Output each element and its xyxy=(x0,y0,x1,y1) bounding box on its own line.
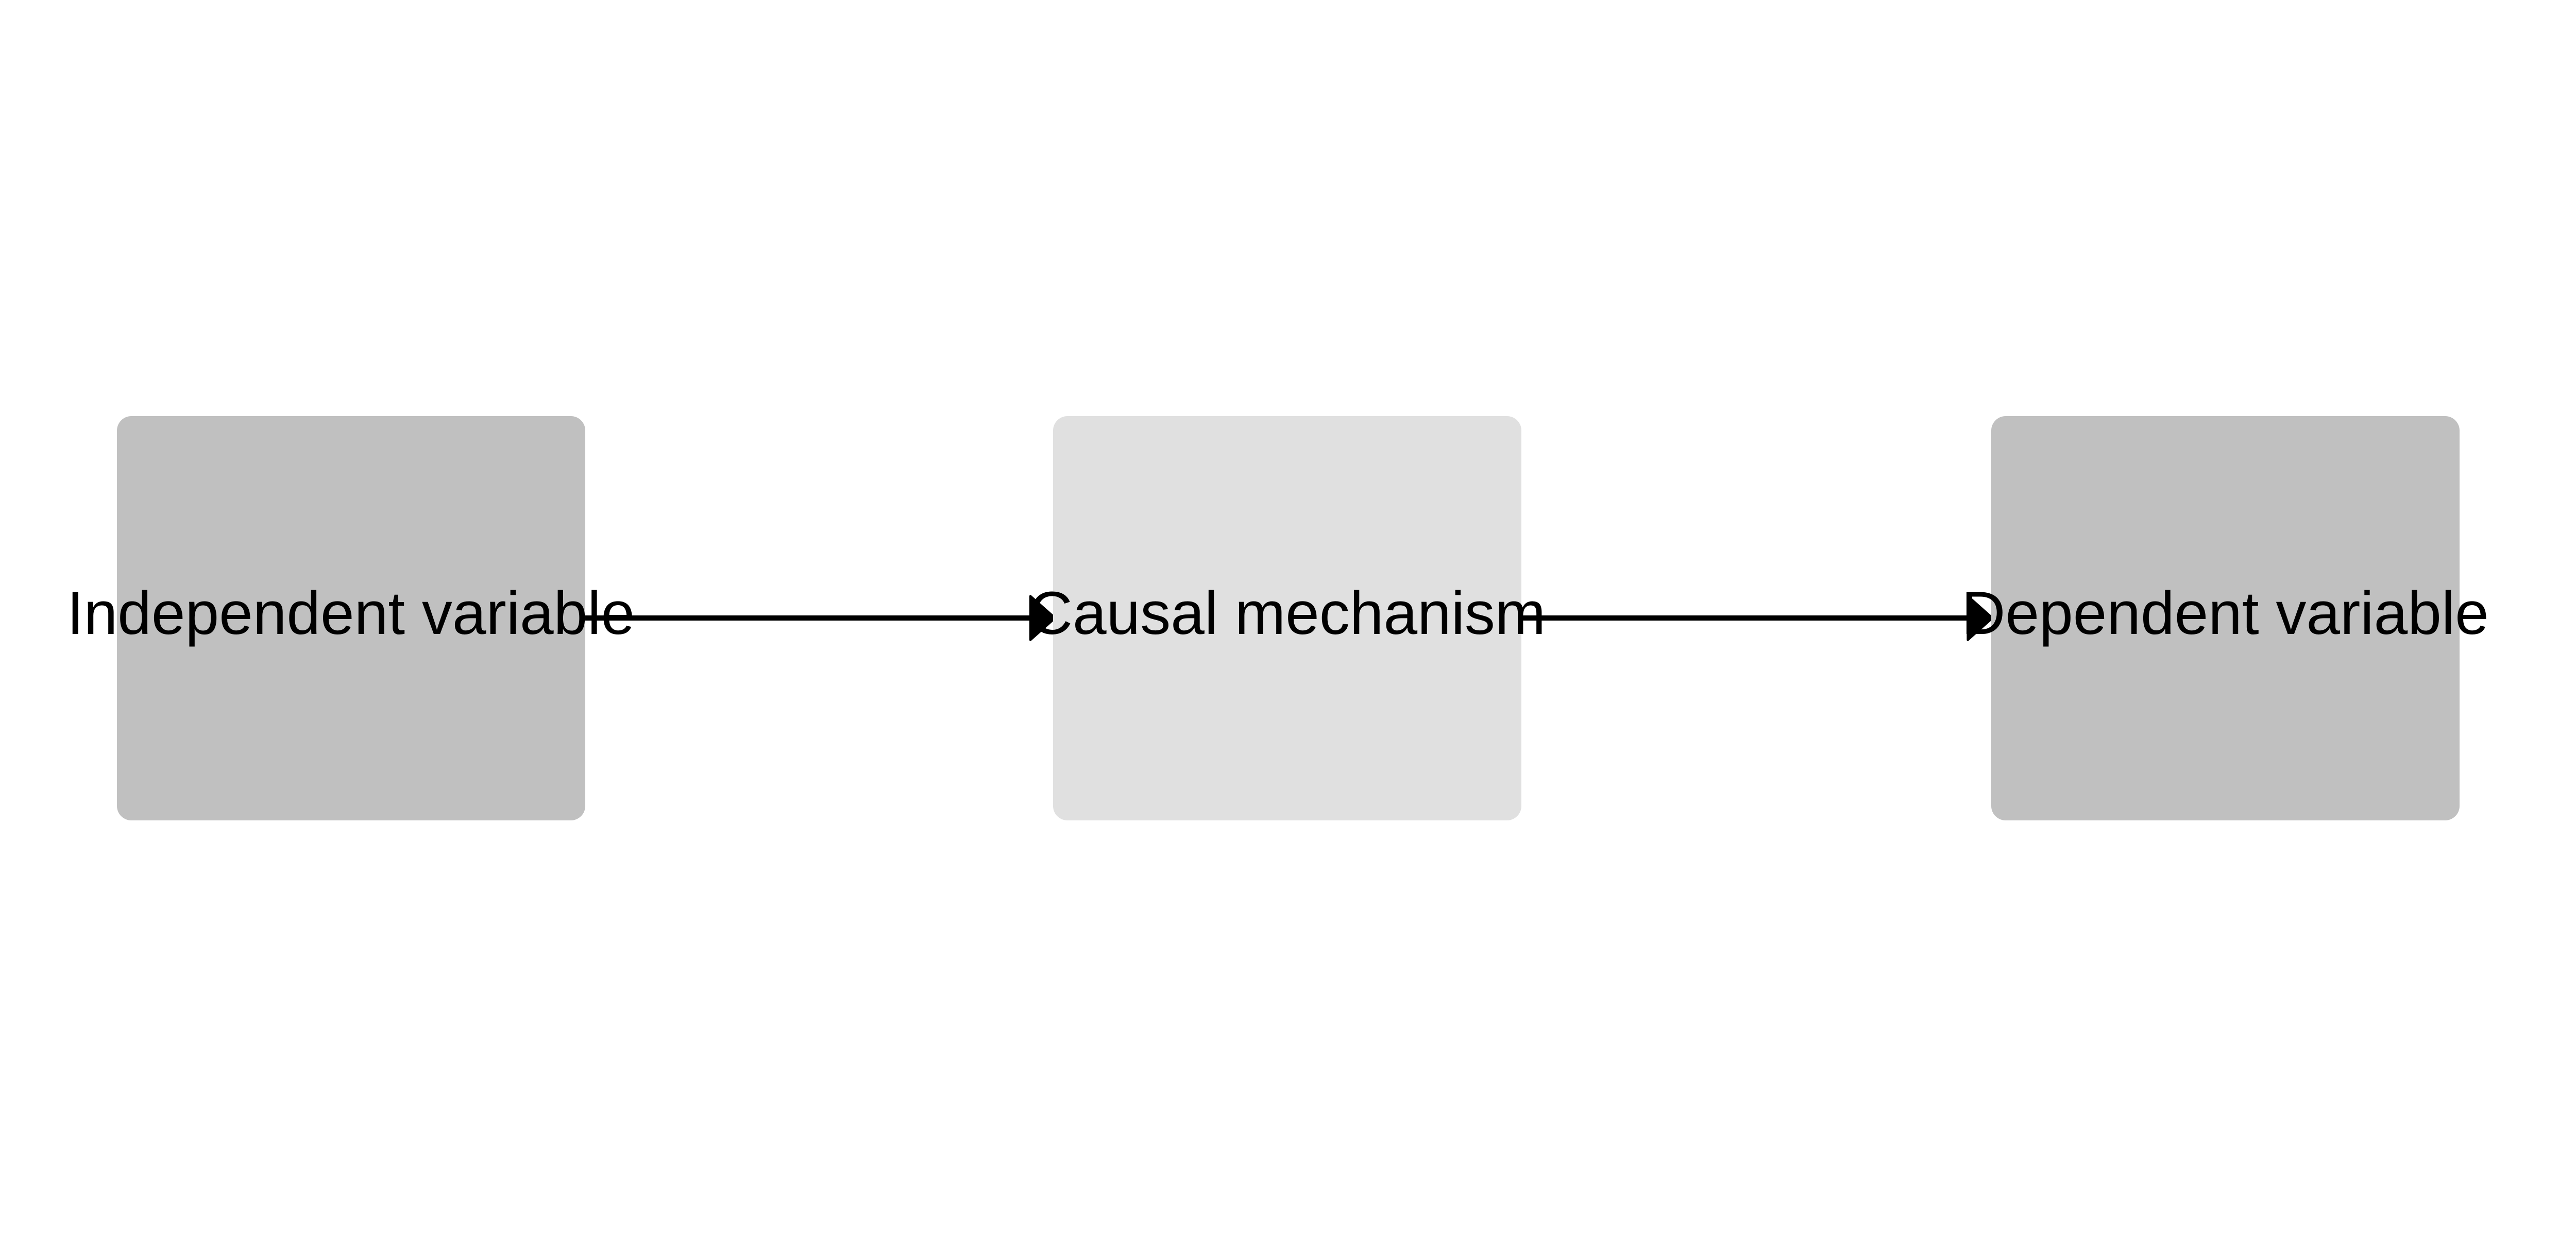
node-label: Causal mechanism xyxy=(1028,579,1546,647)
node-label: Independent variable xyxy=(66,579,635,647)
node-label: Dependent variable xyxy=(1961,579,2489,647)
node-causal-mechanism: Causal mechanism xyxy=(1029,416,1546,820)
node-independent-variable: Independent variable xyxy=(67,416,635,820)
arrow-mechanism-to-dependent xyxy=(1519,595,1993,641)
node-dependent-variable: Dependent variable xyxy=(1961,416,2489,820)
arrow-independent-to-mechanism xyxy=(583,595,1056,641)
